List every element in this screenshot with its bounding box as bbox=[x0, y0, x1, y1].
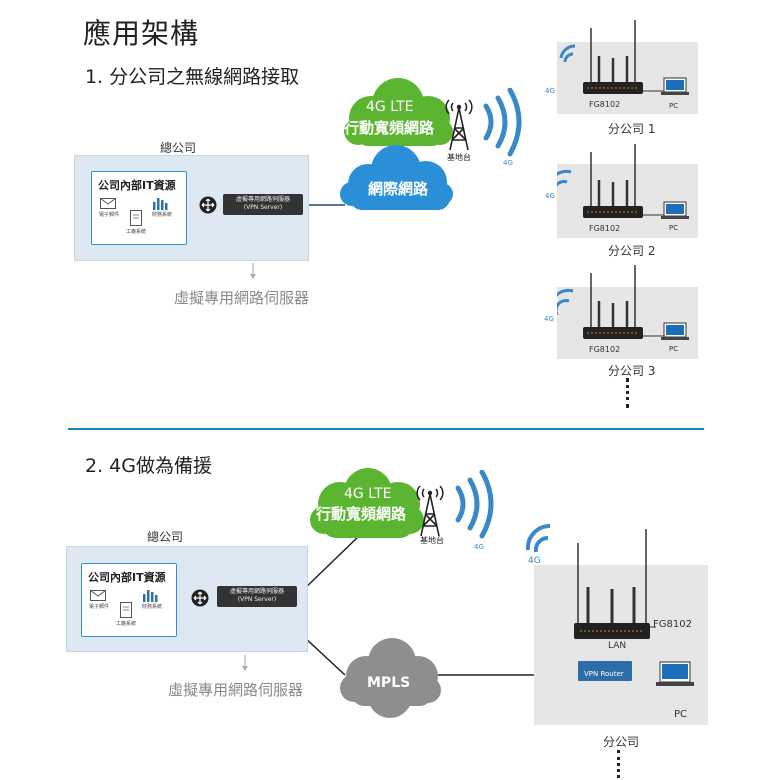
hq-panel: 公司內部IT資源 電子郵件 財務系統 工廠系統 虛擬專用網路伺服器 (VPN S… bbox=[74, 155, 309, 261]
lte-cloud-shape bbox=[344, 78, 453, 146]
section-1-connectors bbox=[250, 204, 345, 279]
branch-label-2: 分公司 bbox=[603, 735, 640, 749]
base-station-label: 基地台 bbox=[447, 153, 471, 162]
branch-1-panel: 4G FG8102 PC bbox=[545, 20, 698, 114]
finance-chart-icon bbox=[153, 198, 168, 210]
branch-3-panel: 4G FG8102 PC bbox=[544, 265, 698, 359]
page-title: 應用架構 bbox=[83, 17, 200, 50]
email-icon bbox=[100, 198, 116, 209]
hq-label-2: 總公司 bbox=[147, 530, 184, 544]
branch-2-signal: 4G bbox=[545, 192, 555, 200]
vpn-server-line2: (VPN Server) bbox=[243, 204, 283, 211]
lte-cloud-shape-2 bbox=[310, 468, 424, 538]
hub-icon bbox=[199, 196, 217, 214]
branch-3-pc: PC bbox=[669, 345, 679, 353]
email-label-2: 電子郵件 bbox=[89, 604, 110, 610]
signal-4g-label-2a: 4G bbox=[474, 543, 484, 551]
clouds-section-1 bbox=[340, 78, 453, 210]
radio-waves-icon bbox=[483, 88, 522, 157]
cell-tower-icon bbox=[445, 99, 473, 151]
branch-1-label: 分公司 1 bbox=[608, 122, 656, 136]
vpn-server-box: 虛擬專用網路伺服器 (VPN Server) bbox=[223, 194, 303, 215]
branch-2-label: 分公司 2 bbox=[608, 244, 656, 258]
factory-doc-icon-2 bbox=[120, 602, 132, 618]
email-icon-2 bbox=[90, 590, 106, 601]
branch-2-devices bbox=[557, 144, 689, 219]
vpn-router-label: VPN Router bbox=[584, 670, 624, 678]
internet-cloud-label: 網際網路 bbox=[368, 180, 429, 198]
lte-cloud-line1: 4G LTE bbox=[366, 99, 414, 115]
pc-label-2: PC bbox=[674, 709, 688, 720]
hq-label: 總公司 bbox=[160, 141, 197, 155]
factory-label: 工廠系統 bbox=[126, 229, 147, 235]
branch-1-pc: PC bbox=[669, 102, 679, 110]
factory-label-2: 工廠系統 bbox=[116, 621, 137, 627]
mpls-cloud-shape bbox=[340, 638, 441, 718]
branch-3-router: FG8102 bbox=[589, 345, 621, 354]
it-resources-box: 公司內部IT資源 電子郵件 財務系統 工廠系統 bbox=[91, 171, 187, 245]
email-label: 電子郵件 bbox=[99, 212, 120, 218]
branch-1-signal: 4G bbox=[545, 87, 555, 95]
vpn-server-line1: 虛擬專用網路伺服器 bbox=[235, 196, 290, 203]
router-label-2: FG8102 bbox=[653, 619, 692, 630]
radio-waves-small-icon bbox=[525, 523, 551, 553]
cell-tower-icon-2 bbox=[416, 485, 444, 537]
branch-more-dots bbox=[626, 378, 631, 408]
it-resources-title: 公司內部IT資源 bbox=[98, 179, 176, 192]
hub-icon-2 bbox=[191, 589, 209, 607]
factory-doc-icon bbox=[130, 210, 142, 226]
lan-label: LAN bbox=[608, 641, 627, 651]
branch-2-router: FG8102 bbox=[589, 224, 621, 233]
finance-label: 財務系統 bbox=[152, 212, 173, 218]
branch-panel-2: FG8102 LAN VPN Router PC bbox=[534, 529, 708, 725]
vps-caption-2: 虛擬專用網路伺服器 bbox=[168, 681, 304, 699]
section-divider bbox=[68, 428, 704, 430]
signal-4g-label: 4G bbox=[503, 159, 513, 167]
branch-3-label: 分公司 3 bbox=[608, 364, 656, 378]
base-station-label-2: 基地台 bbox=[420, 536, 444, 545]
section-2-title: 2. 4G做為備援 bbox=[85, 455, 212, 477]
vps-caption: 虛擬專用網路伺服器 bbox=[174, 289, 310, 307]
branch-2-pc: PC bbox=[669, 224, 679, 232]
vpn-server-line1-2: 虛擬專用網路伺服器 bbox=[229, 588, 284, 595]
it-resources-title-2: 公司內部IT資源 bbox=[88, 571, 166, 584]
signal-4g-label-2b: 4G bbox=[528, 556, 541, 566]
finance-chart-icon-2 bbox=[143, 590, 158, 602]
branch-2-panel: 4G FG8102 PC bbox=[545, 144, 698, 238]
radio-waves-icon-2 bbox=[455, 470, 494, 539]
lte-cloud-line1-2: 4G LTE bbox=[344, 486, 392, 502]
branch-3-signal: 4G bbox=[544, 315, 554, 323]
hq-panel-2: 公司內部IT資源 電子郵件 財務系統 工廠系統 虛擬專用網路伺服器 (VPN S… bbox=[66, 546, 308, 652]
lte-cloud-line2-2: 行動寬頻網路 bbox=[316, 505, 407, 523]
branch-1-devices bbox=[559, 20, 689, 95]
vpn-server-box-2: 虛擬專用網路伺服器 (VPN Server) bbox=[217, 586, 297, 607]
internet-cloud-shape bbox=[340, 145, 453, 210]
branch-3-devices bbox=[557, 265, 689, 340]
it-resources-box-2: 公司內部IT資源 電子郵件 財務系統 工廠系統 bbox=[81, 563, 177, 637]
branch-more-dots-2 bbox=[617, 750, 622, 778]
section-1-title: 1. 分公司之無線網路接取 bbox=[85, 66, 300, 88]
vpn-server-line2-2: (VPN Server) bbox=[237, 596, 277, 603]
lte-cloud-line2: 行動寬頻網路 bbox=[344, 119, 435, 137]
mpls-label: MPLS bbox=[367, 675, 411, 691]
branch-1-router: FG8102 bbox=[589, 100, 621, 109]
branch-devices-2 bbox=[574, 529, 694, 686]
finance-label-2: 財務系統 bbox=[142, 604, 163, 610]
